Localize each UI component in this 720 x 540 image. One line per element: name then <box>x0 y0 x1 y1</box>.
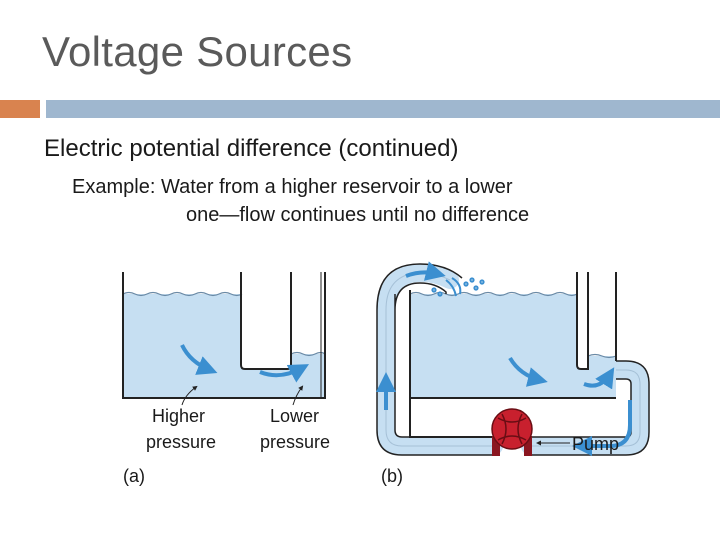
flow-arrow-a-2 <box>259 364 310 383</box>
water-pressure-figure: Higher pressure Lower pressure (a) <box>122 261 650 486</box>
water-b-tank <box>410 294 616 398</box>
bullet-text: Electric potential difference (continued… <box>44 135 459 162</box>
label-b: (b) <box>381 466 403 486</box>
example-text: Example: Water from a higher reservoir t… <box>72 173 529 229</box>
title-accent-bar <box>0 100 40 118</box>
example-line-1: Water from a higher reservoir to a lower <box>160 176 513 198</box>
label-higher-pressure: pressure <box>146 432 216 452</box>
flow-arrow-b-top <box>405 261 446 281</box>
label-pump: Pump <box>572 434 619 454</box>
label-lower: Lower <box>270 406 319 426</box>
label-a: (a) <box>123 466 145 486</box>
splash-b <box>431 277 485 297</box>
flow-arrow-a-1 <box>180 344 218 375</box>
example-line-2: one—flow continues until no difference <box>186 204 530 226</box>
label-lower-pressure: pressure <box>260 432 330 452</box>
slide-title: Voltage Sources <box>42 28 353 75</box>
figure-b: Pump (b) <box>376 261 650 486</box>
pump-icon <box>491 408 533 456</box>
flow-arrow-b-bottom <box>572 400 632 456</box>
flow-arrow-b-tank-2 <box>583 367 615 390</box>
tank-b-walls <box>409 272 617 438</box>
label-higher: Higher <box>152 406 205 426</box>
water-a-left <box>123 294 325 398</box>
example-label: Example: <box>72 176 156 198</box>
flow-arrow-b-tank-1 <box>508 356 548 387</box>
water-a-surface-left <box>122 291 243 297</box>
figure-a: Higher pressure Lower pressure (a) <box>122 272 330 486</box>
title-divider-bar <box>46 100 720 118</box>
